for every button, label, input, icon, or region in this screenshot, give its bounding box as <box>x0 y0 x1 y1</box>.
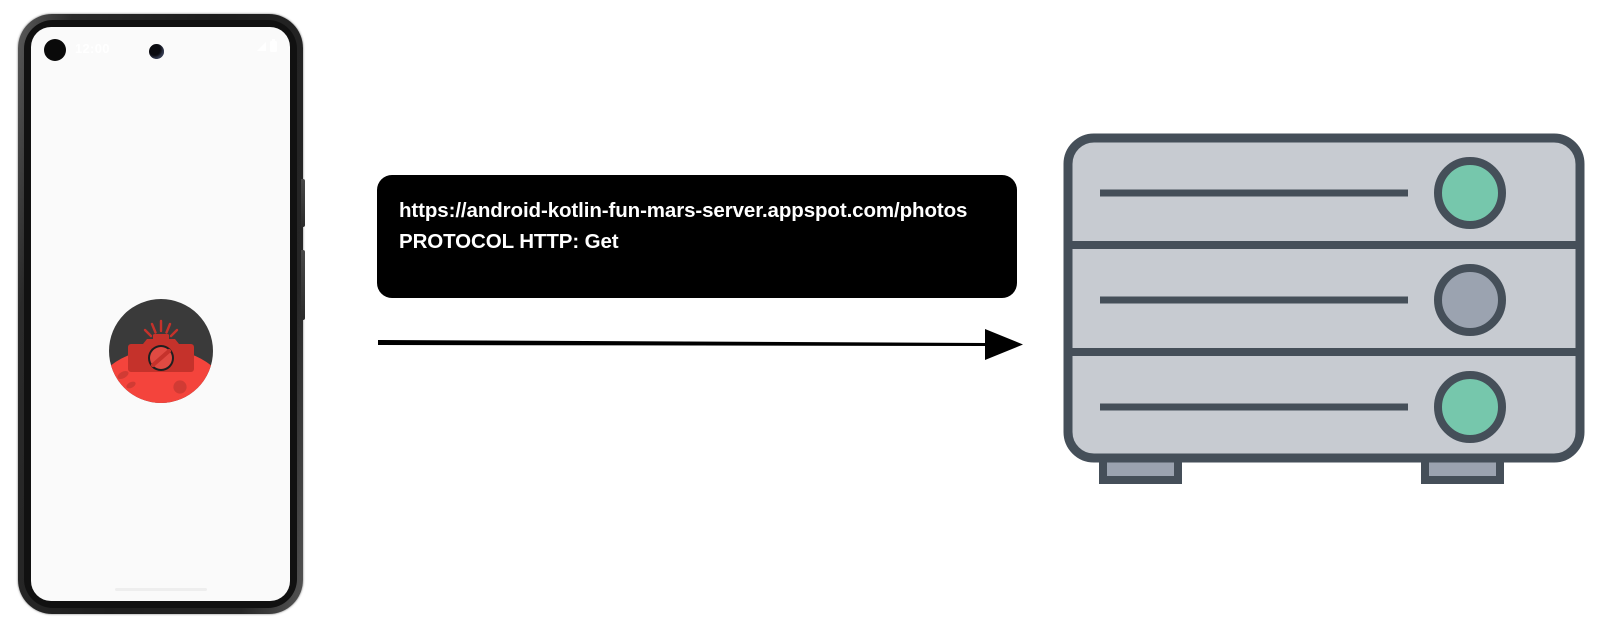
phone-volume-button[interactable] <box>301 250 305 320</box>
signal-icon <box>257 42 266 51</box>
http-request-label: https://android-kotlin-fun-mars-server.a… <box>377 175 1017 298</box>
request-protocol: PROTOCOL HTTP: Get <box>399 230 619 253</box>
status-time: 12:00 <box>75 41 110 56</box>
request-url: https://android-kotlin-fun-mars-server.a… <box>399 199 968 222</box>
server-status-leds <box>1434 157 1506 443</box>
phone-power-button[interactable] <box>301 179 305 227</box>
mars-photos-app-logo <box>108 299 213 408</box>
request-arrow <box>378 322 1023 366</box>
android-phone: 12:00 <box>18 14 305 614</box>
home-gesture-bar[interactable] <box>114 588 207 591</box>
battery-icon <box>270 39 277 52</box>
status-icons <box>257 39 277 52</box>
phone-screen[interactable]: 12:00 <box>31 27 290 601</box>
status-left-dot-icon <box>44 39 66 61</box>
front-camera-punch-hole-icon <box>149 44 164 59</box>
server-slot-lines <box>1100 189 1408 411</box>
status-bar: 12:00 <box>31 27 290 65</box>
web-server <box>1058 126 1590 501</box>
